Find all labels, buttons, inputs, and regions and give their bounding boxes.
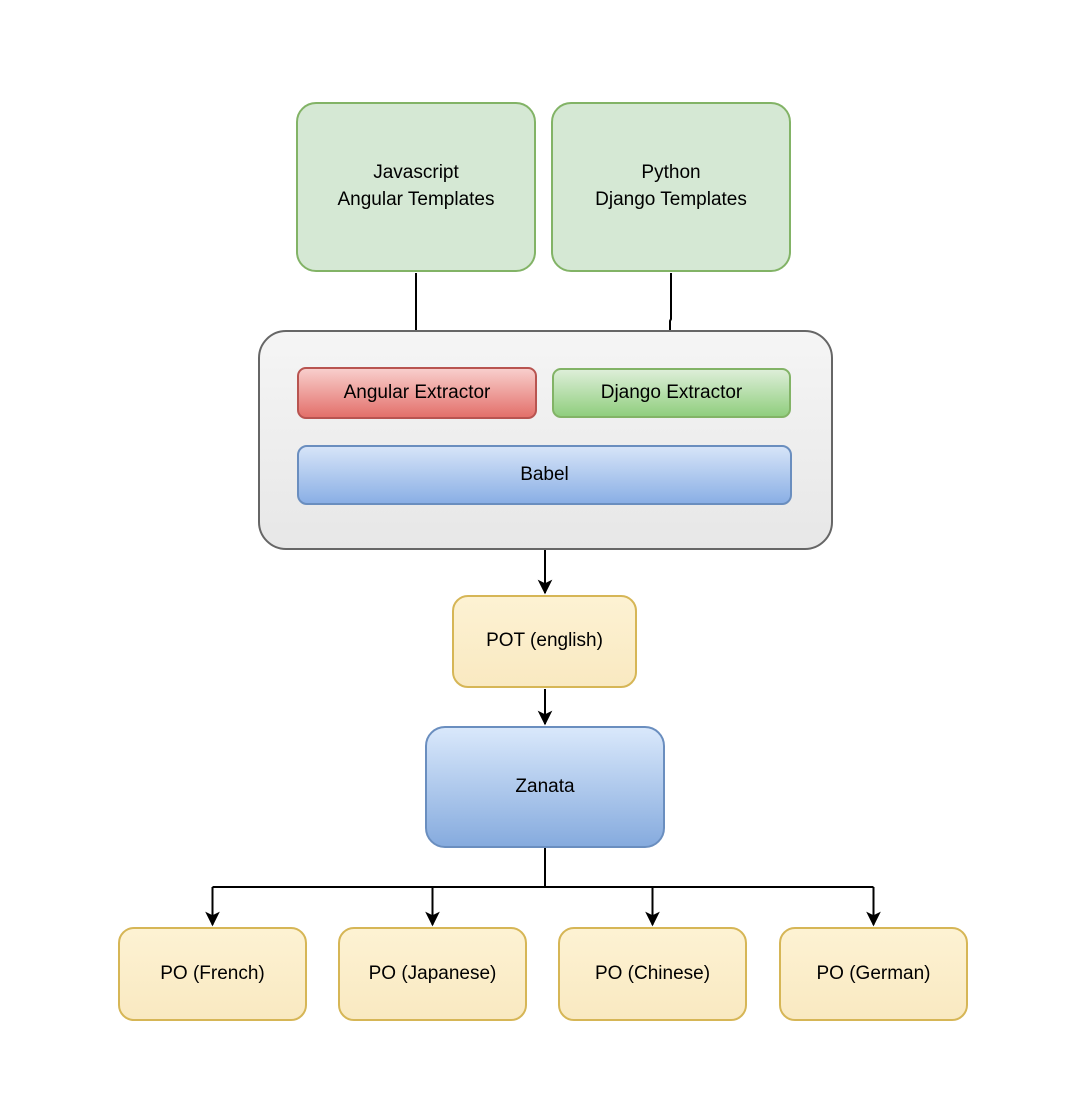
node-label-line: Javascript (373, 162, 459, 184)
node-label: Zanata (515, 775, 575, 797)
node-python-django-templates: Python Django Templates (551, 102, 791, 272)
node-label-line: Django Templates (595, 189, 747, 210)
node-label-line: Angular Templates (337, 189, 495, 210)
node-label: Angular Extractor (343, 381, 491, 403)
node-label: Babel (520, 463, 569, 485)
node-javascript-angular-templates: Javascript Angular Templates (296, 102, 536, 272)
node-zanata: Zanata (425, 726, 665, 848)
node-pot-english: POT (english) (452, 595, 637, 688)
node-label: PO (Chinese) (594, 962, 711, 984)
node-po-french: PO (French) (118, 927, 307, 1021)
node-po-german: PO (German) (779, 927, 968, 1021)
node-po-chinese: PO (Chinese) (558, 927, 747, 1021)
node-label: PO (French) (160, 962, 265, 984)
node-label: POT (english) (486, 630, 603, 652)
node-angular-extractor: Angular Extractor (297, 367, 537, 419)
extractor-container (258, 330, 833, 550)
node-label: Django Extractor (600, 381, 743, 403)
node-po-japanese: PO (Japanese) (338, 927, 527, 1021)
node-label: PO (German) (816, 962, 931, 984)
node-babel: Babel (297, 445, 792, 505)
node-label: PO (Japanese) (368, 962, 497, 984)
node-label-line: Python (641, 162, 701, 184)
node-django-extractor: Django Extractor (552, 368, 791, 418)
